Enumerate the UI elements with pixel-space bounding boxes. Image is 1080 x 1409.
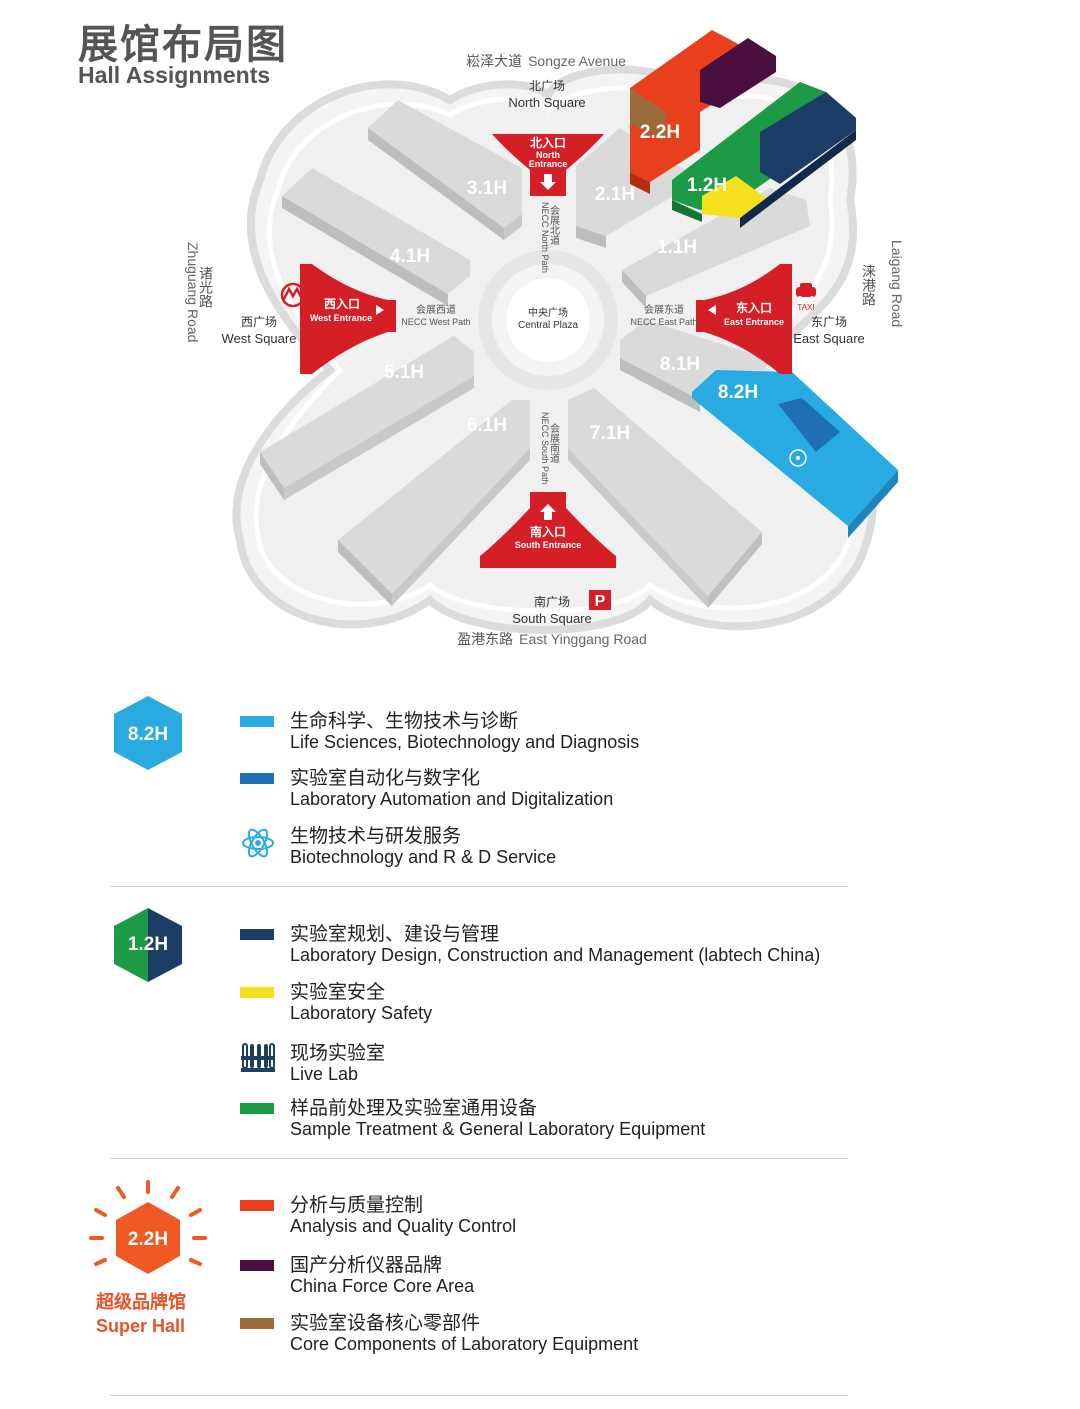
super-hall-zh: 超级品牌馆: [96, 1292, 186, 1313]
swatch-analysis: [240, 1200, 274, 1211]
test-tubes-icon: [241, 1043, 275, 1072]
swatch-core-components: [240, 1318, 274, 1329]
west-path-zh: 会展西道: [416, 303, 456, 316]
parking-icon: P: [589, 590, 611, 610]
south-entrance[interactable]: 南入口 South Entrance: [480, 492, 616, 568]
north-path-zh: 会展北道: [548, 204, 560, 245]
east-entrance[interactable]: 东入口 East Entrance: [696, 264, 792, 374]
badge-1-2h: 1.2H: [114, 908, 182, 982]
badge-2-2h: 2.2H: [89, 1180, 207, 1274]
west-path-en: NECC West Path: [401, 317, 470, 327]
hall-7-1h[interactable]: [568, 388, 762, 596]
hall-2-2h[interactable]: [630, 30, 776, 194]
north-square-zh: 北广场: [529, 79, 565, 93]
svg-text:West Entrance: West Entrance: [310, 313, 372, 323]
south-path-zh: 会展南道: [548, 422, 560, 463]
south-square-en: South Square: [512, 611, 592, 626]
label-3-1h: 3.1H: [467, 178, 507, 199]
atom-icon: [242, 828, 274, 858]
south-path-en: NECC South Path: [540, 412, 550, 485]
label-8-2h: 8.2H: [718, 382, 758, 403]
label-5-1h: 5.1H: [384, 362, 424, 383]
label-1-1h: 1.1H: [657, 237, 697, 258]
halls: [260, 100, 810, 608]
svg-text:TAXI: TAXI: [797, 303, 814, 312]
svg-text:South Entrance: South Entrance: [515, 540, 582, 550]
label-2-2h: 2.2H: [640, 122, 680, 143]
hall-4-1h[interactable]: [282, 168, 470, 294]
east-square-en: East Square: [793, 331, 865, 346]
east-square-zh: 东广场: [811, 315, 847, 329]
label-1-2h: 1.2H: [687, 175, 727, 196]
svg-text:西入口: 西入口: [324, 297, 360, 311]
taxi-icon: TAXI: [796, 283, 816, 312]
svg-text:南入口: 南入口: [530, 524, 566, 539]
swatch-automation: [240, 773, 274, 784]
venue-outline: [232, 65, 877, 634]
page-title: 展馆布局图: [78, 22, 288, 68]
super-hall-en: Super Hall: [96, 1316, 186, 1336]
divider: [110, 1395, 848, 1396]
west-entrance[interactable]: 西入口 West Entrance: [300, 264, 396, 374]
swatch-china-force: [240, 1260, 274, 1271]
swatch-life-sciences: [240, 716, 274, 727]
east-path-en: NECC East Path: [630, 317, 697, 327]
svg-text:Entrance: Entrance: [529, 159, 568, 169]
hall-6-1h[interactable]: [338, 400, 530, 594]
label-4-1h: 4.1H: [390, 246, 430, 267]
east-path-zh: 会展东道: [644, 303, 684, 316]
west-road-zh: 诸光路: [197, 266, 213, 308]
east-road-zh: 涞港路: [860, 264, 876, 306]
east-road-en: Laigang Road: [889, 240, 905, 327]
swatch-lab-safety: [240, 987, 274, 998]
badge-8-2h: 8.2H: [114, 696, 182, 770]
divider: [110, 886, 848, 887]
label-7-1h: 7.1H: [590, 423, 630, 444]
svg-text:8.2H: 8.2H: [128, 724, 168, 745]
west-road-en: Zhuguang Road: [185, 242, 201, 342]
label-2-1h: 2.1H: [595, 184, 635, 205]
central-plaza-zh: 中央广场: [528, 306, 568, 319]
central-plaza-en: Central Plaza: [518, 320, 578, 331]
label-6-1h: 6.1H: [467, 415, 507, 436]
svg-text:P: P: [595, 593, 606, 610]
venue-map: 北入口 North Entrance 南入口 South Entrance 西入…: [185, 30, 905, 648]
north-square-en: North Square: [508, 95, 585, 110]
label-8-1h: 8.1H: [660, 354, 700, 375]
hall-1-1h[interactable]: [622, 188, 810, 296]
svg-text:1.2H: 1.2H: [128, 934, 168, 955]
svg-text:东入口: 东入口: [736, 300, 772, 315]
svg-text:北入口: 北入口: [530, 135, 566, 150]
hall-1-2h[interactable]: [672, 82, 856, 228]
swatch-sample-treatment: [240, 1103, 274, 1114]
divider: [110, 1158, 848, 1159]
svg-text:East Entrance: East Entrance: [724, 317, 784, 327]
north-entrance[interactable]: 北入口 North Entrance: [492, 134, 604, 196]
swatch-lab-design: [240, 929, 274, 940]
page-subtitle: Hall Assignments: [78, 62, 271, 88]
hall-5-1h[interactable]: [260, 336, 474, 488]
west-square-en: West Square: [222, 331, 297, 346]
hall-8-2h[interactable]: [692, 370, 898, 538]
hall-3-1h[interactable]: [368, 100, 522, 228]
south-square-zh: 南广场: [534, 594, 570, 609]
svg-text:2.2H: 2.2H: [128, 1229, 168, 1250]
west-square-zh: 西广场: [241, 315, 277, 329]
svg-text:North: North: [536, 150, 560, 160]
north-path-en: NECC North Path: [540, 202, 550, 273]
metro-icon: [280, 282, 306, 308]
